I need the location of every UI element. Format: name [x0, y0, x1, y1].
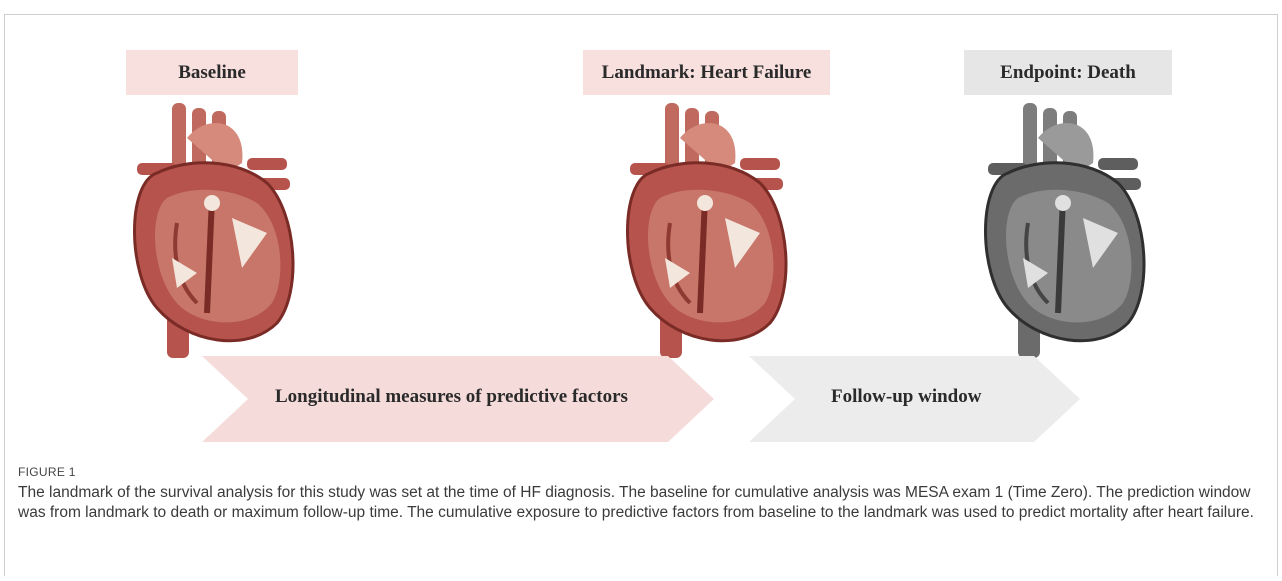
- figure-label: FIGURE 1: [18, 465, 76, 479]
- endpoint-label: Endpoint: Death: [964, 50, 1172, 95]
- heart-endpoint-icon: [968, 103, 1158, 373]
- follow-up-arrow-label: Follow-up window: [831, 386, 981, 408]
- heart-landmark-icon: [610, 103, 800, 373]
- longitudinal-arrow-label: Longitudinal measures of predictive fact…: [275, 386, 628, 408]
- baseline-label: Baseline: [126, 50, 298, 95]
- heart-baseline-icon: [117, 103, 307, 373]
- landmark-label: Landmark: Heart Failure: [583, 50, 830, 95]
- figure-caption: The landmark of the survival analysis fo…: [18, 483, 1268, 523]
